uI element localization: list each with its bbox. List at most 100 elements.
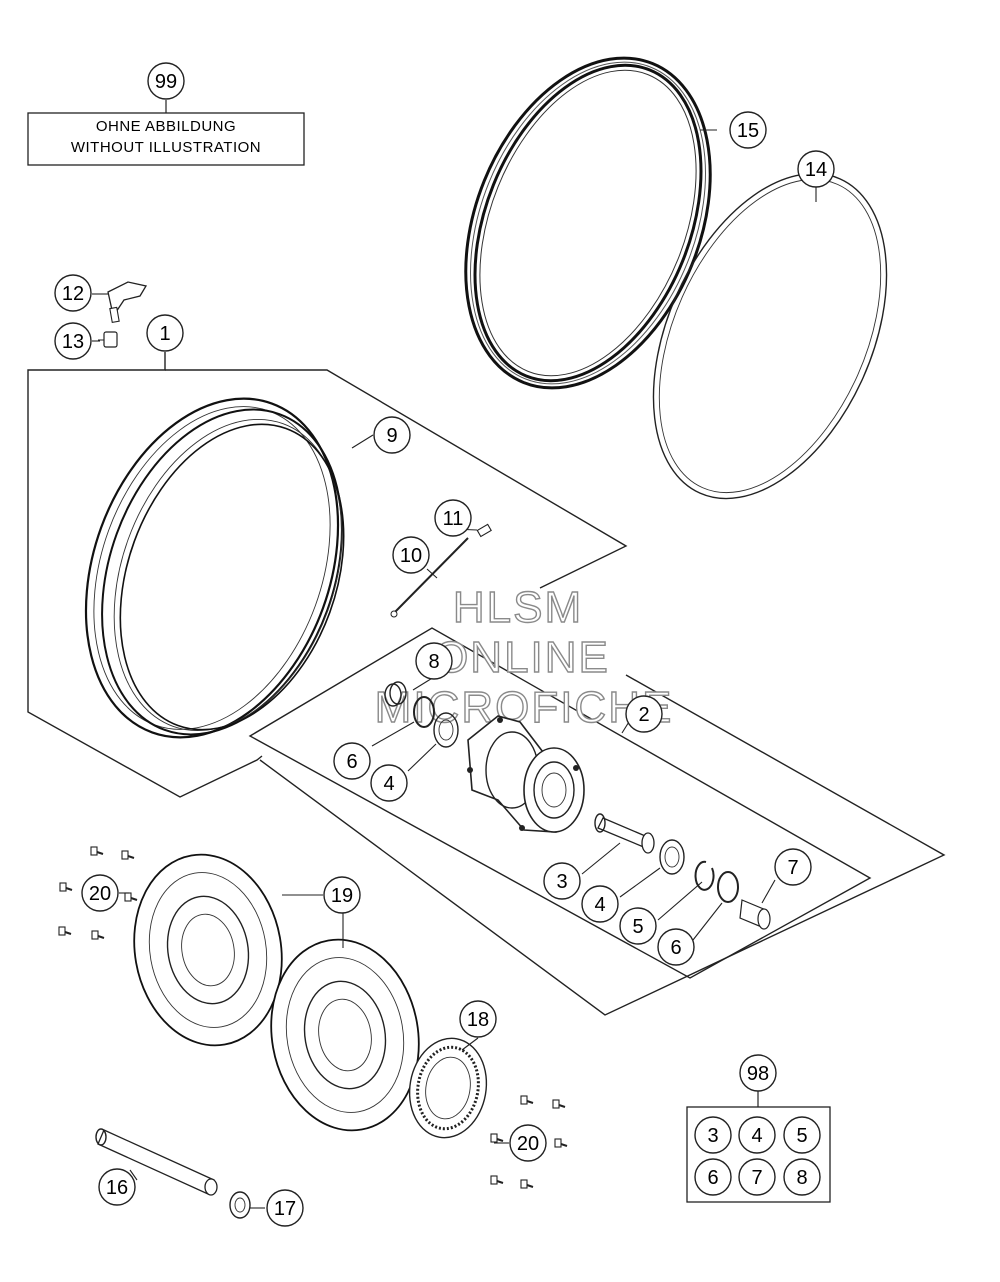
callout-3: 3 (543, 862, 581, 900)
spoke-nipple (476, 523, 492, 538)
disc-screws-left (58, 846, 138, 940)
callout-number: 10 (400, 545, 422, 567)
screw (520, 1179, 534, 1189)
callout-number: 7 (787, 857, 798, 879)
screw (554, 1138, 568, 1148)
bearing-4-right (659, 839, 685, 875)
callout-11: 11 (434, 499, 472, 537)
callout-2: 2 (625, 695, 663, 733)
kit-item-label: 6 (707, 1167, 718, 1189)
callout-6b: 6 (657, 928, 695, 966)
callout-19: 19 (323, 876, 361, 914)
callout-number: 20 (89, 883, 111, 905)
callout-number: 99 (155, 71, 177, 93)
callout-7: 7 (774, 848, 812, 886)
callout-number: 9 (386, 425, 397, 447)
screw (91, 930, 105, 940)
kit-item-3: 3 (694, 1116, 732, 1154)
callout-number: 13 (62, 331, 84, 353)
callout-number: 17 (274, 1198, 296, 1220)
spacer-sleeve-8 (384, 681, 407, 707)
circlip-6 (413, 696, 435, 728)
callout-number: 14 (805, 159, 827, 181)
wheel-spindle (95, 1128, 218, 1196)
kit-item-label: 7 (751, 1167, 762, 1189)
brake-disc-right (270, 938, 420, 1132)
screw (124, 892, 138, 902)
screw (59, 882, 73, 892)
wheel-hub (467, 715, 585, 833)
wheel-group-outline-right (259, 674, 946, 1016)
screw (520, 1095, 534, 1105)
kit-item-label: 8 (796, 1167, 807, 1189)
callout-number: 2 (638, 704, 649, 726)
callout-4b: 4 (581, 885, 619, 923)
note-line-2: WITHOUT ILLUSTRATION (71, 139, 261, 156)
note-box-without-illustration: OHNE ABBILDUNG WITHOUT ILLUSTRATION (27, 100, 305, 166)
distance-sleeve-3 (594, 813, 655, 854)
circlip-6-right (717, 871, 739, 903)
callout-12: 12 (54, 274, 92, 312)
callout-number: 8 (428, 651, 439, 673)
callout-9: 9 (373, 416, 411, 454)
callout-98: 98 (739, 1054, 777, 1092)
callout-number: 12 (62, 283, 84, 305)
valve-nut (98, 331, 118, 348)
watermark-line-3: MICROFICHE (375, 683, 674, 732)
abs-sensor-ring (408, 1037, 488, 1139)
callout-number: 5 (632, 916, 643, 938)
watermark-line-1: HLSM (453, 583, 583, 632)
callout-number: 4 (594, 894, 605, 916)
callout-16: 16 (98, 1168, 136, 1206)
callout-number: 1 (159, 323, 170, 345)
callout-4a: 4 (370, 764, 408, 802)
callout-number: 18 (467, 1009, 489, 1031)
axle-nut (229, 1191, 251, 1219)
callout-20b: 20 (509, 1124, 547, 1162)
callout-number: 6 (346, 751, 357, 773)
callout-number: 6 (670, 937, 681, 959)
hub-group-outline (248, 627, 872, 979)
callout-15: 15 (729, 111, 767, 149)
note-line-1: OHNE ABBILDUNG (96, 118, 236, 135)
kit-item-label: 3 (707, 1125, 718, 1147)
callout-8: 8 (415, 642, 453, 680)
callout-number: 19 (331, 885, 353, 907)
bearing-4 (433, 712, 459, 748)
wheel-group-outline-top (165, 369, 628, 589)
circlip-5 (694, 860, 715, 891)
tire (464, 56, 712, 390)
callout-number: 20 (517, 1133, 539, 1155)
kit-box: 3 4 5 6 7 8 (686, 1090, 831, 1203)
callout-14: 14 (797, 150, 835, 188)
disc-screws-right (490, 1095, 568, 1189)
screw (490, 1175, 504, 1185)
spoke (390, 537, 469, 618)
watermark: HLSM ONLINE MICROFICHE (374, 582, 674, 732)
kit-item-label: 5 (796, 1125, 807, 1147)
callout-99: 99 (147, 62, 185, 100)
spacer-7 (739, 899, 771, 930)
callout-1: 1 (146, 314, 184, 352)
kit-item-label: 4 (751, 1125, 762, 1147)
callout-number: 16 (106, 1177, 128, 1199)
kit-item-6: 6 (694, 1158, 732, 1196)
callout-18: 18 (459, 1000, 497, 1038)
callout-20a: 20 (81, 874, 119, 912)
callout-13: 13 (54, 322, 92, 360)
callout-10: 10 (392, 536, 430, 574)
rim-tape (652, 172, 888, 500)
screw (90, 846, 104, 856)
kit-item-7: 7 (738, 1158, 776, 1196)
screw (552, 1099, 566, 1109)
kit-item-5: 5 (783, 1116, 821, 1154)
screw (490, 1133, 504, 1143)
callout-6a: 6 (333, 742, 371, 780)
callout-number: 11 (443, 508, 464, 530)
kit-item-4: 4 (738, 1116, 776, 1154)
rim (84, 397, 345, 739)
screw (121, 850, 135, 860)
tire-valve (107, 281, 148, 324)
watermark-line-2: ONLINE (434, 633, 610, 682)
